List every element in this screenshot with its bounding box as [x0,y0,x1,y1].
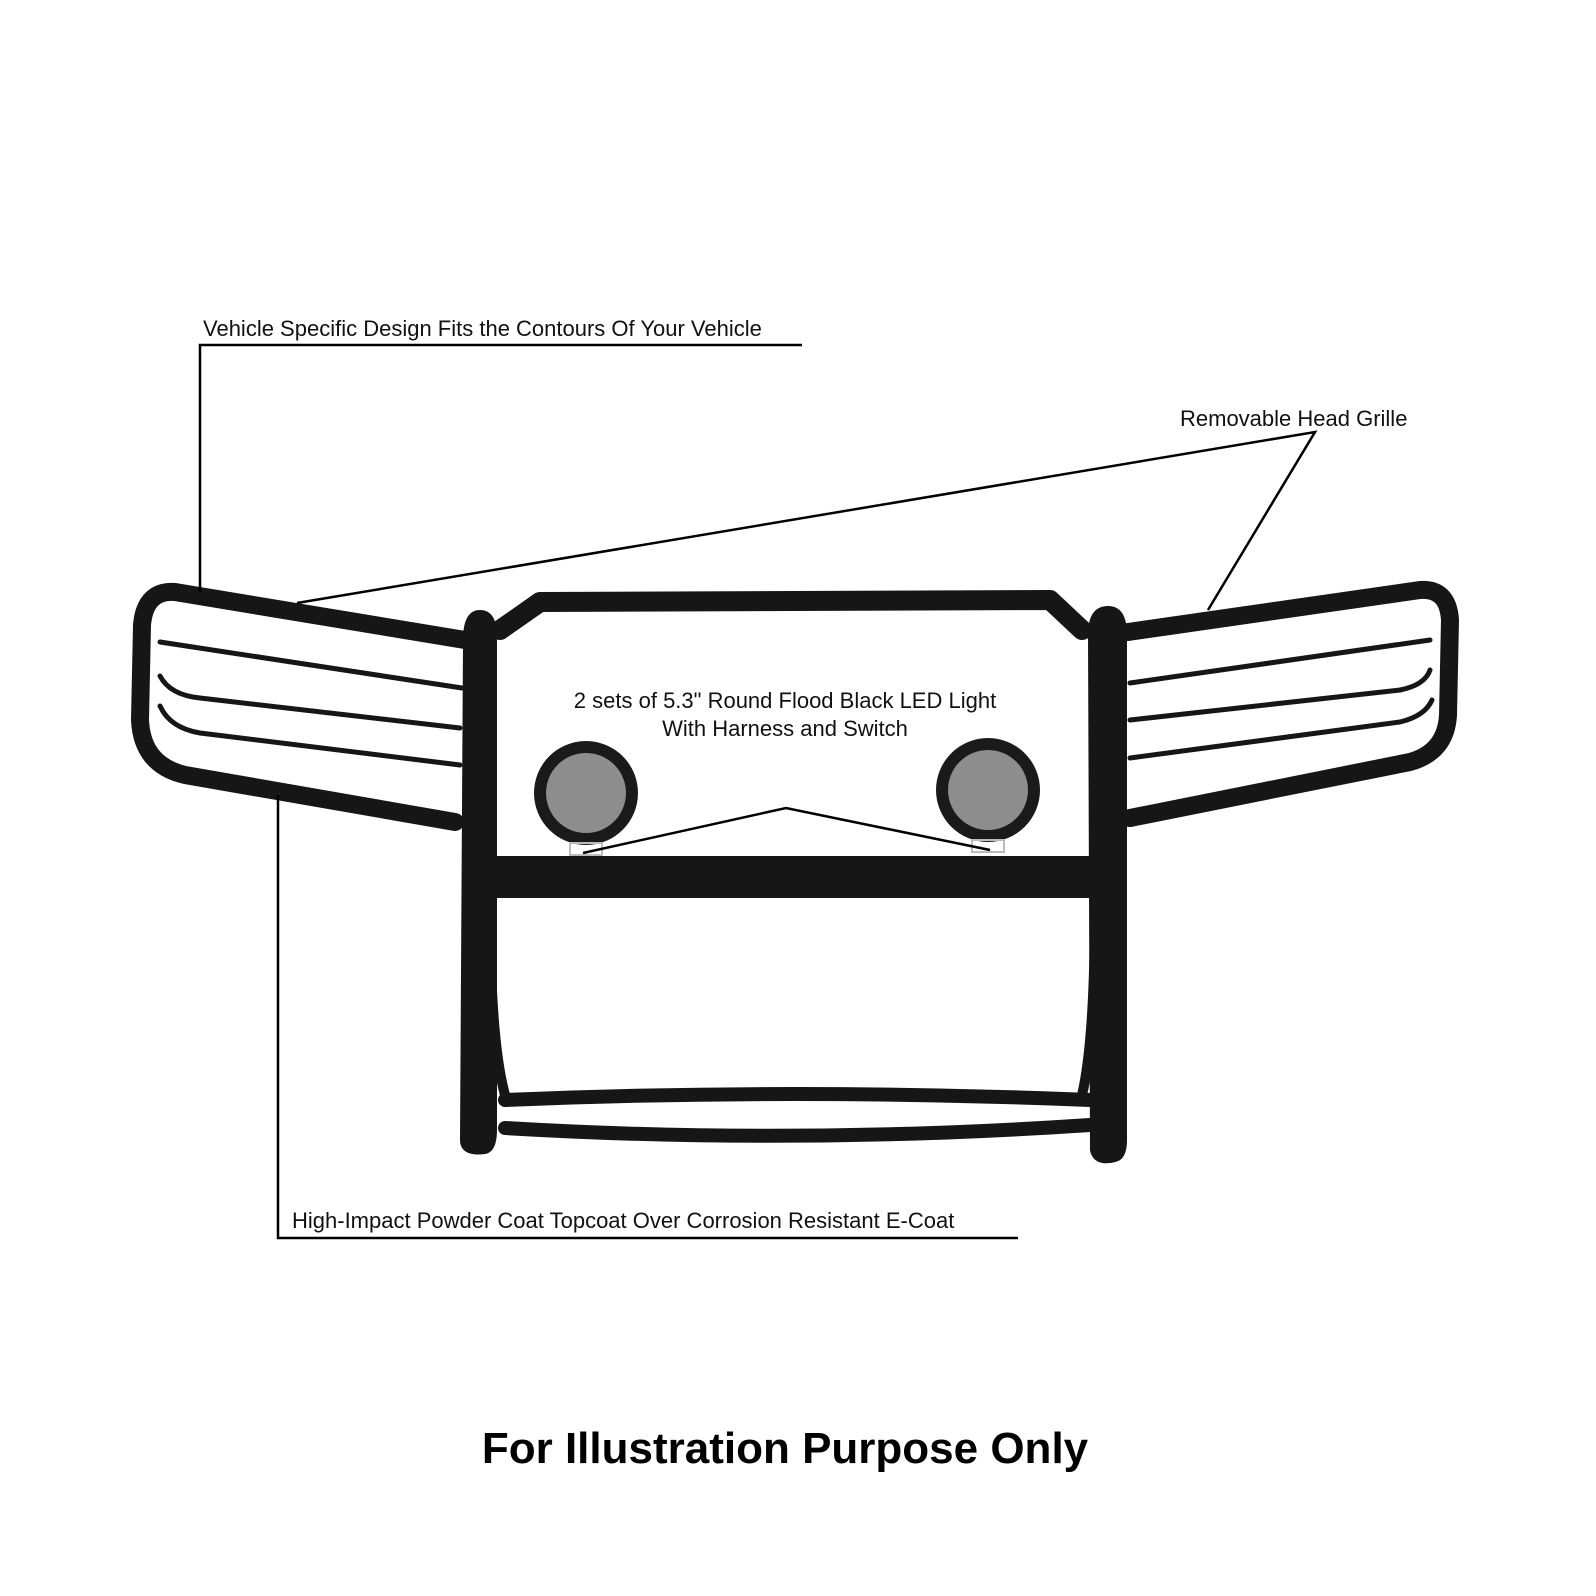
left-wing-frame [131,582,474,831]
led-light-right [936,738,1040,853]
lower-side-right [1077,895,1100,1100]
coating-callout: High-Impact Powder Coat Topcoat Over Cor… [292,1208,955,1233]
bottom-bar [498,1118,1097,1143]
left-upright [460,610,498,1155]
illustration-disclaimer: For Illustration Purpose Only [481,1424,1089,1473]
grille-leader [296,430,1318,611]
bottom-bar [498,1087,1097,1107]
right-upright [1088,606,1127,1164]
lights-callout-line2: With Harness and Switch [662,716,908,741]
left-wing-bar [157,703,463,768]
leader-lines [198,343,1318,1240]
right-wing-bar [1127,667,1433,723]
contours-callout: Vehicle Specific Design Fits the Contour… [203,316,762,341]
left-wing-bar [157,673,463,731]
contours-leader [198,343,802,592]
left-wing-bar [157,639,465,691]
right-wing-frame [1119,580,1459,827]
center-hoop [490,590,1092,640]
cross-bar [489,856,1093,898]
right-wing-bar [1127,637,1433,686]
lights-callout-line1: 2 sets of 5.3" Round Flood Black LED Lig… [573,688,997,713]
grille-guard [131,580,1459,1164]
right-wing-bar [1127,697,1435,761]
coating-leader [276,795,1018,1240]
led-light-left [534,741,638,856]
lower-side-left [485,895,510,1100]
lights-leader [582,806,991,855]
grille-callout: Removable Head Grille [1180,406,1408,431]
